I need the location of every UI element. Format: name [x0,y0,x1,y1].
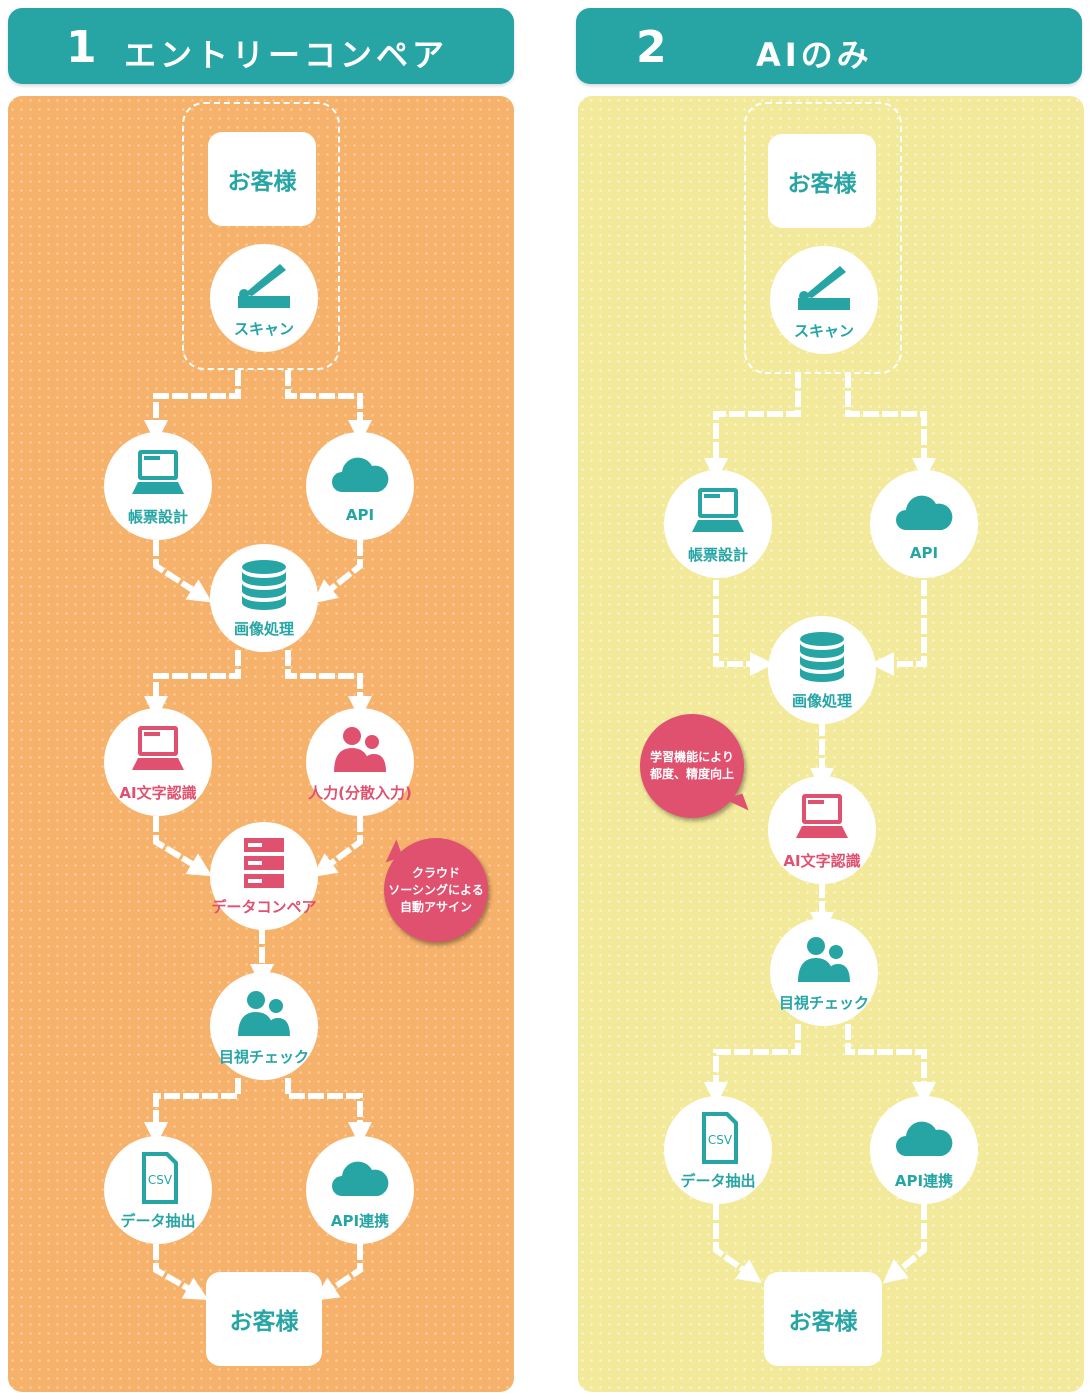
header-ai-only: 2 AIのみ [576,8,1082,84]
node-label: AI文字認識 [119,784,197,802]
node-label: 画像処理 [233,620,294,638]
node-label: API連携 [894,1172,954,1190]
arrow-check-to-apilink [285,1078,372,1146]
node-label: スキャン [233,320,294,338]
bubble-line: 都度、精度向上 [649,767,734,781]
people-icon [334,727,386,772]
node-api: API [870,470,978,578]
node-label: データ抽出 [120,1212,196,1230]
arrow-scan-to-api [845,372,936,482]
arrow-api-to-image [312,540,363,604]
arrow-scan-to-form [704,372,801,482]
panel-entry-compare [8,96,514,1392]
node-label: スキャン [793,322,854,340]
csv-text: CSV [148,1173,173,1187]
database-icon [242,560,286,610]
arrow-apilink-to-customer [314,1244,363,1301]
node-scan: スキャン [210,244,318,352]
node-label: 人力(分散入力) [308,784,412,802]
laptop-icon [692,488,744,532]
customer-box-top: お客様 [208,132,316,226]
node-label: データ抽出 [680,1172,756,1190]
customer-scan-group [182,102,340,370]
arrow-image-to-manual [285,650,372,720]
header-title: AIのみ [756,36,873,74]
scanner-icon [238,264,290,308]
people-icon [798,937,850,982]
node-image-processing: 画像処理 [768,616,876,724]
bubble-line: ソーシングによる [388,882,484,897]
node-api-link: API連携 [870,1096,978,1204]
laptop-icon [132,450,184,494]
customer-box-top: お客様 [768,134,876,228]
node-visual-check: 目視チェック [210,972,318,1080]
node-form-design: 帳票設計 [104,432,212,540]
node-label: 画像処理 [791,692,852,710]
arrow-check-to-extract [144,1078,241,1146]
node-ai-ocr: AI文字認識 [768,776,876,884]
csv-file-icon: CSV [142,1152,178,1204]
server-icon [244,838,284,888]
database-icon [800,632,844,682]
node-label: 目視チェック [218,1048,309,1066]
people-icon [238,991,290,1036]
bubble-line: 学習機能により [650,750,734,764]
node-label: API連携 [330,1212,390,1230]
bubble-line: 自動アサイン [399,899,472,914]
header-title: エントリーコンペア [124,36,449,74]
scanner-icon [798,266,850,310]
arrow-api-to-image [870,580,927,676]
arrow-apilink-to-customer [882,1204,927,1284]
arrow-ai-to-compare [153,816,213,877]
csv-file-icon: CSV [702,1112,738,1164]
node-data-compare: データコンペア [210,822,318,930]
cloud-icon [332,1161,389,1196]
node-label: 帳票設計 [127,508,188,526]
arrow-form-to-image [153,540,213,603]
cloud-icon [332,457,389,492]
node-label: 目視チェック [778,994,869,1012]
customer-box-bottom: お客様 [206,1272,322,1366]
node-label: AI文字認識 [783,852,861,870]
learning-bubble: 学習機能により 都度、精度向上 [640,714,749,818]
bubble-line: クラウド [411,865,460,880]
arrow-image-to-ai [144,650,241,720]
node-api-link: API連携 [306,1136,414,1244]
laptop-icon [796,794,848,838]
header-number: 2 [636,22,667,73]
arrow-scan-to-api [285,370,372,444]
arrow-check-to-extract [704,1024,801,1106]
arrow-manual-to-compare [312,816,363,878]
crowdsourcing-bubble: クラウド ソーシングによる 自動アサイン [379,838,488,942]
header-number: 1 [66,22,97,73]
header-entry-compare: 1 エントリーコンペア [8,8,514,84]
node-ai-ocr: AI文字認識 [104,708,212,816]
node-label: API [345,506,375,524]
customer-box-bottom: お客様 [764,1272,882,1366]
arrow-extract-to-customer [153,1244,209,1300]
node-image-processing: 画像処理 [210,544,318,652]
node-label: API [909,544,939,562]
node-data-extract: CSV データ抽出 [104,1136,212,1244]
node-form-design: 帳票設計 [664,470,772,578]
cloud-icon [896,495,953,530]
arrow-scan-to-form [144,370,241,444]
node-data-extract: CSV データ抽出 [664,1096,772,1204]
arrow-check-to-apilink [845,1024,936,1106]
laptop-icon [132,726,184,770]
customer-scan-group [744,102,902,374]
csv-text: CSV [708,1133,733,1147]
node-visual-check: 目視チェック [770,918,878,1026]
node-manual-input: 人力(分散入力) [306,708,414,816]
node-label: 帳票設計 [687,546,748,564]
arrow-extract-to-customer [713,1204,762,1284]
node-scan: スキャン [770,246,878,354]
cloud-icon [896,1121,953,1156]
node-label: データコンペア [211,898,317,916]
arrow-form-to-image [713,580,774,676]
node-api: API [306,432,414,540]
